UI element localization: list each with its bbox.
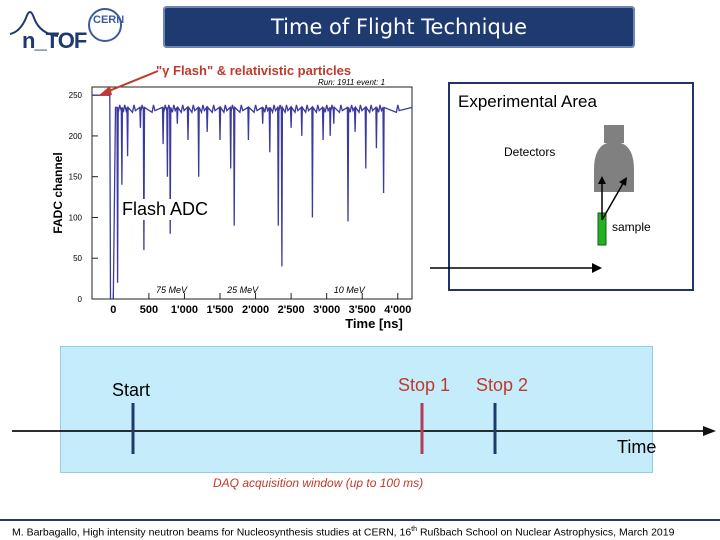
y-tick-label: 0 [78, 295, 83, 304]
experimental-area-title: Experimental Area [458, 92, 597, 111]
page-title: Time of Flight Technique [270, 15, 528, 39]
y-tick-label: 200 [69, 132, 83, 141]
ntof-logo-text: n_TOF [22, 28, 87, 53]
time-arrow-icon [703, 426, 716, 436]
citation-superscript: th [411, 526, 418, 533]
x-tick-label: 1'000 [171, 304, 198, 316]
timeline-box [60, 346, 653, 473]
flash-annotation: "γ Flash" & relativistic particles [156, 63, 352, 78]
stop1-label: Stop 1 [398, 375, 451, 395]
footer-citation: M. Barbagallo, High intensity neutron be… [12, 526, 674, 539]
start-label: Start [112, 380, 151, 400]
ntof-wave-icon [9, 11, 59, 37]
detector-neck [604, 125, 624, 143]
footer-divider [0, 519, 720, 521]
experimental-area [448, 82, 694, 291]
flash-pointer-arrow [103, 70, 159, 94]
x-tick-label: 0 [110, 304, 116, 316]
flash-pointer-arrowhead [98, 86, 112, 96]
detector-head [594, 142, 634, 192]
signal-trace [92, 94, 413, 300]
y-axis-title: FADC channel [51, 152, 65, 233]
x-tick-label: 500 [140, 304, 158, 316]
x-axis-title: Time [ns] [345, 316, 403, 331]
flash-adc-label: Flash ADC [122, 199, 209, 220]
x-tick-label: 3'000 [313, 304, 340, 316]
ntof-logo [8, 4, 88, 56]
x-tick-label: 4'000 [384, 304, 411, 316]
detectors-label: Detectors [504, 145, 556, 159]
citation-text: M. Barbagallo, High intensity neutron be… [12, 526, 412, 539]
plot-frame [91, 86, 413, 300]
energy-label: 25 MeV [226, 285, 259, 295]
x-tick-label: 2'500 [278, 304, 305, 316]
x-tick-label: 2'000 [242, 304, 269, 316]
energy-label: 10 MeV [334, 285, 366, 295]
cern-logo-text: CERN [93, 14, 125, 26]
cern-logo [86, 6, 124, 44]
x-tick-label: 1'500 [206, 304, 233, 316]
run-info: Run: 1911 event: 1 [318, 78, 386, 87]
flash-adc-plot: 0 50 100 150 200 250 0 500 1'000 1'500 2'000 2'500 3… [51, 70, 413, 331]
cern-ring-icon [88, 8, 122, 42]
y-tick-label: 100 [69, 213, 83, 222]
x-tick-label: 3'500 [349, 304, 376, 316]
timeline-axis [12, 403, 716, 454]
citation-text-end: Rußbach School on Nuclear Astrophysics, … [417, 526, 675, 539]
time-label: Time [617, 437, 657, 457]
y-tick-label: 250 [69, 91, 83, 100]
sample-label: sample [612, 220, 651, 234]
y-tick-label: 150 [69, 173, 83, 182]
daq-window-label: DAQ acquisition window (up to 100 ms) [213, 476, 424, 490]
y-tick-label: 50 [73, 254, 82, 263]
title-banner [163, 6, 635, 48]
stop2-label: Stop 2 [476, 375, 529, 395]
detector-setup [430, 125, 634, 273]
energy-label: 75 MeV [156, 285, 188, 295]
